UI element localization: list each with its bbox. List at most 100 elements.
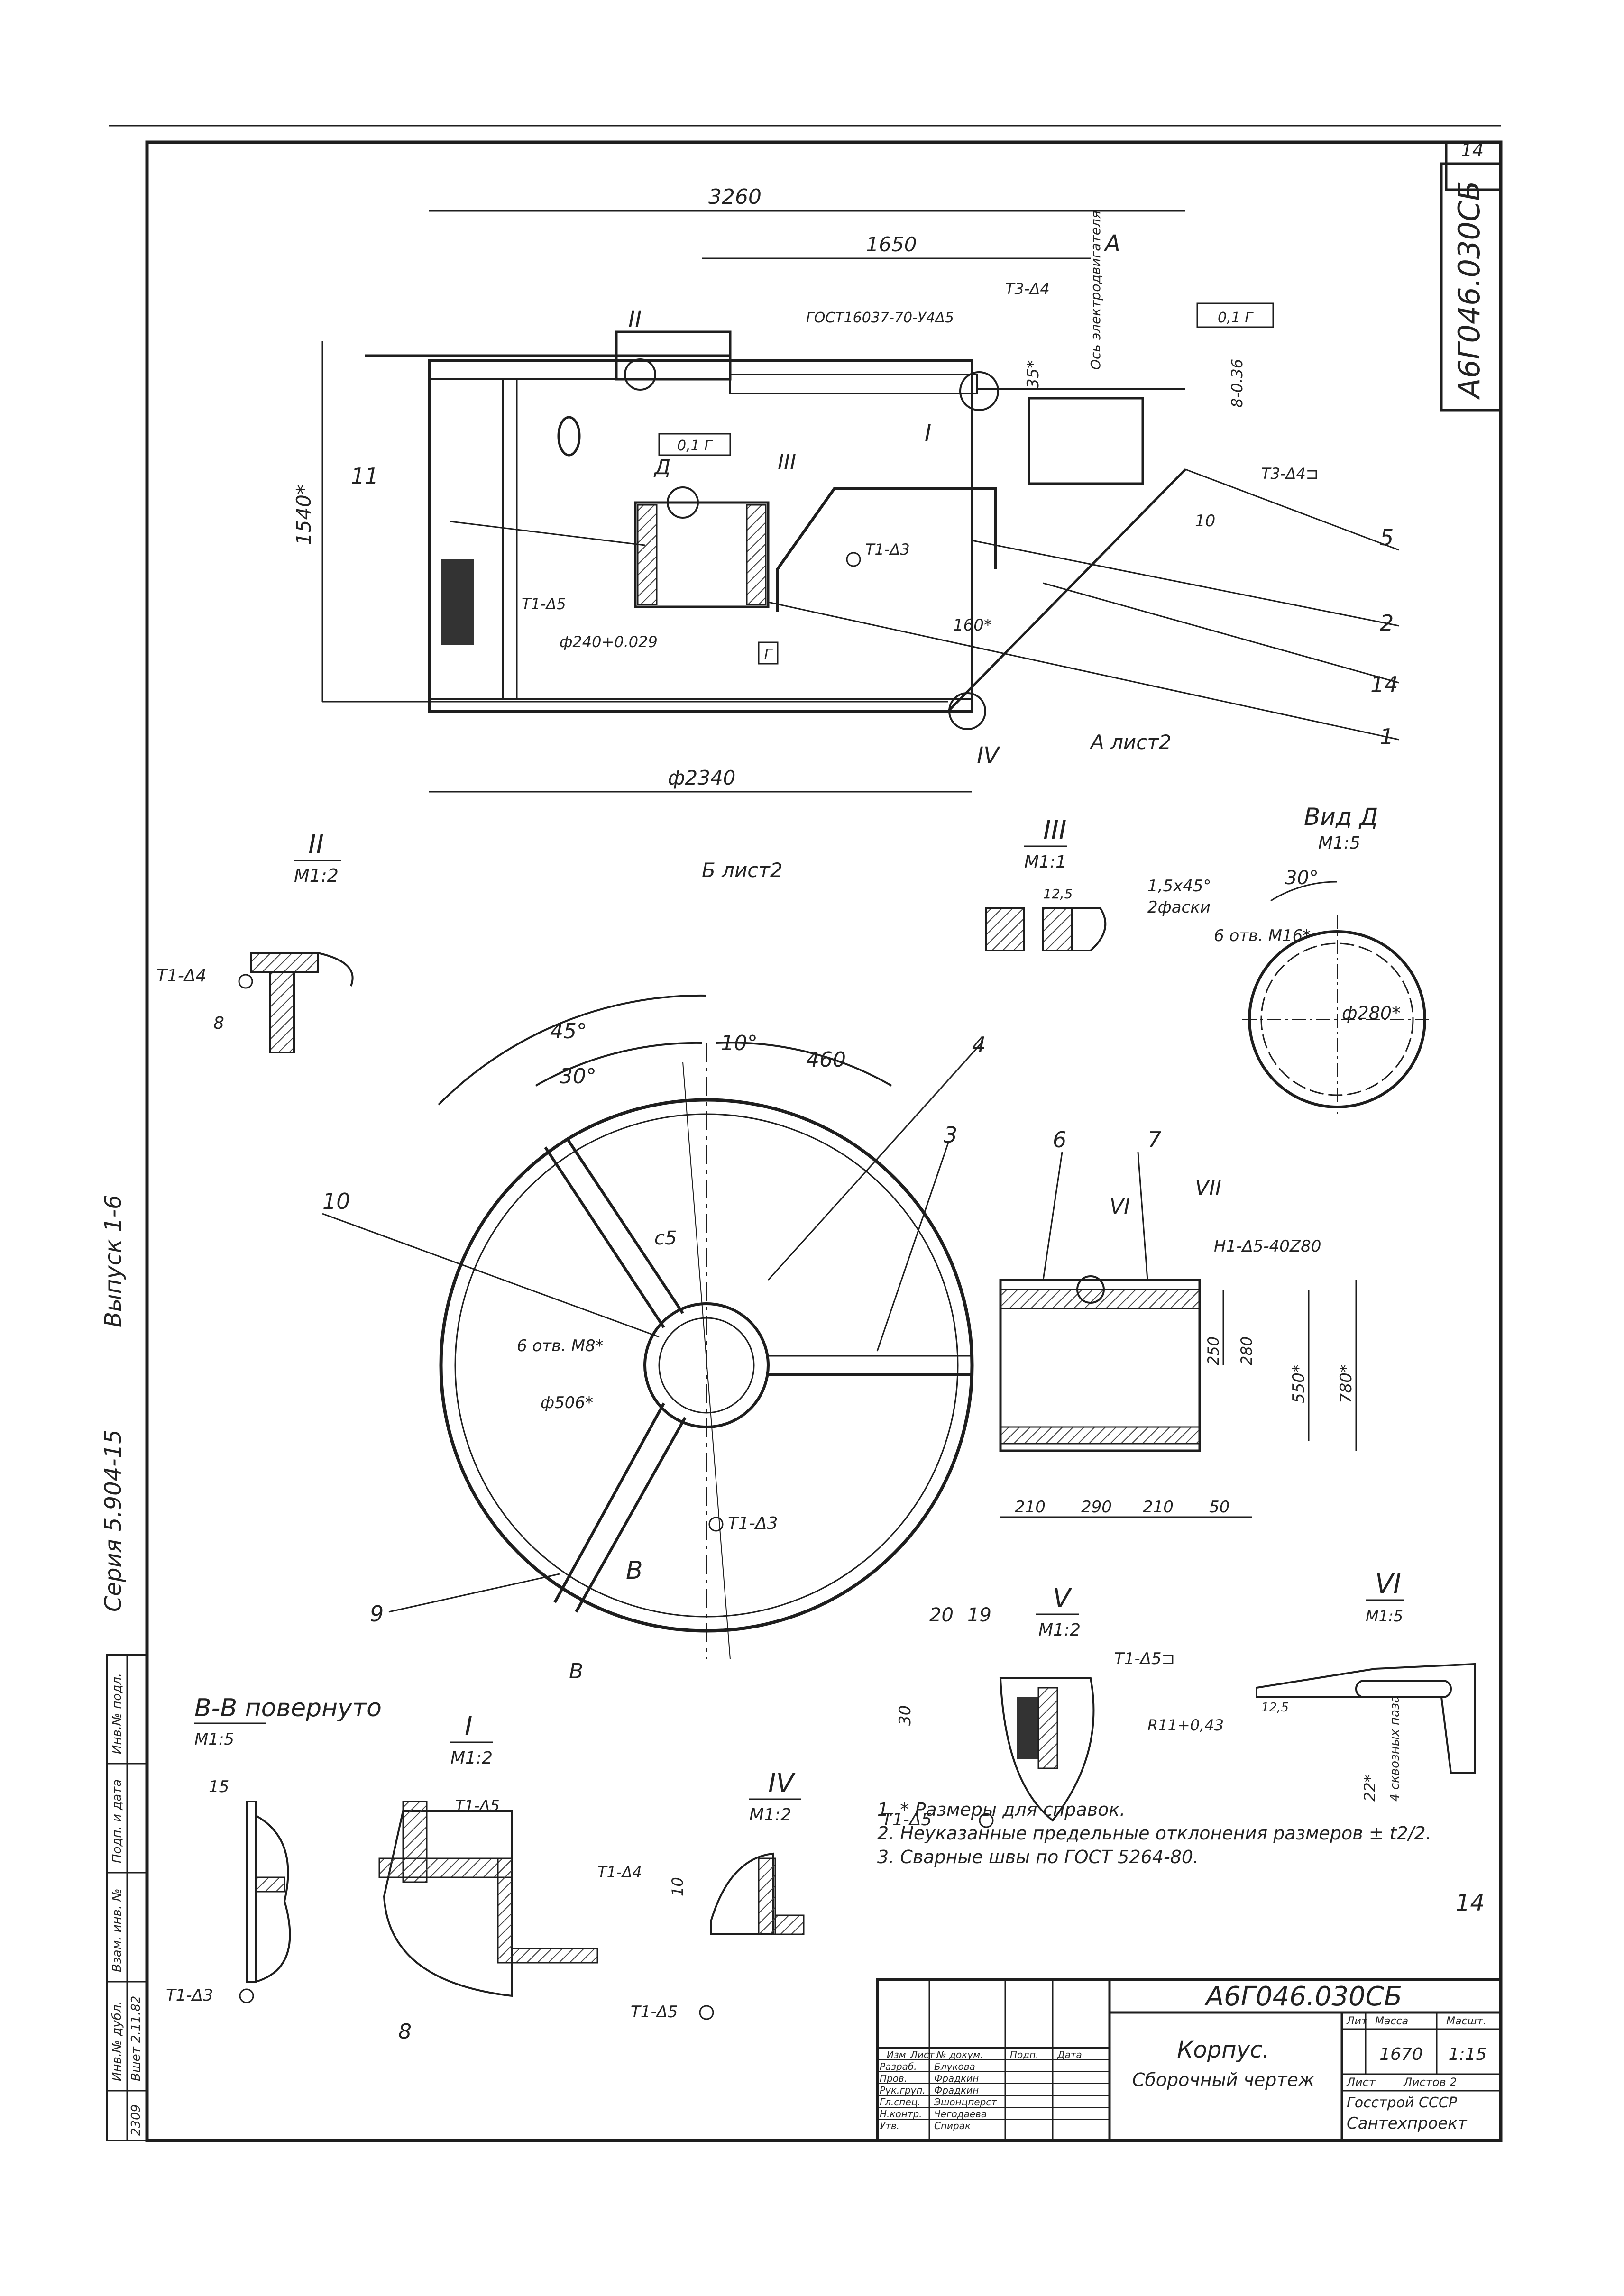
holes-m8: 6 отв. М8* xyxy=(517,1336,604,1355)
callout-5: 5 xyxy=(1380,525,1394,550)
detail-iii-title: III xyxy=(1043,815,1067,846)
sheet-number: 14 xyxy=(1461,140,1484,161)
plan-view: 45° 30° 10° 460 с5 6 отв. М8* ф506* Т1-Δ… xyxy=(322,994,1357,1683)
tb-header-doc: № докум. xyxy=(936,2049,983,2060)
detail-mark-vii: VII xyxy=(1195,1176,1221,1200)
view-d-dia: ф280* xyxy=(1342,1003,1401,1024)
tb-name-2: Сборочный чертеж xyxy=(1132,2069,1314,2090)
title-block: Изм Лист № докум. Подп. Дата Разраб. Про… xyxy=(876,1978,1502,2142)
view-d: Вид Д М1:5 30° 6 отв. М16* ф280* xyxy=(1214,803,1432,1114)
note-1: 1. * Размеры для справок. xyxy=(877,1799,1125,1820)
callout-4: 4 xyxy=(972,1032,986,1058)
dim-250: 250 xyxy=(1204,1336,1222,1365)
dim-10: 10 xyxy=(1195,512,1215,531)
tolerance-top: 0,1 Г xyxy=(1218,310,1254,326)
detail-vi: VI М1:5 R11+0,43 12,5 22* 4 сквозных паз… xyxy=(1147,1569,1476,1802)
tolerance-left: 0,1 Г xyxy=(677,438,713,454)
note-3: 3. Сварные швы по ГОСТ 5264-80. xyxy=(877,1847,1199,1867)
tb-person-0: Блукова xyxy=(934,2061,975,2072)
detail-v-weld: Т1-Δ5⊐ xyxy=(1114,1649,1175,1668)
datum-g: Г xyxy=(764,646,773,663)
callout-6: 6 xyxy=(1053,1127,1066,1153)
tb-person-3: Эшонцперст xyxy=(934,2096,997,2108)
side-label-3: Взам. инв. № xyxy=(110,1888,124,1972)
callout-7: 7 xyxy=(1147,1127,1161,1153)
dim-height: 1540* xyxy=(292,485,315,545)
weld-t1-3: Т1-Δ3 xyxy=(865,540,910,558)
motor-flange xyxy=(1028,397,1144,485)
section-a-top: А xyxy=(1103,230,1120,257)
detail-i-weld1: Т1-Δ5 xyxy=(455,1797,500,1815)
motor-axis-note: Ось электродвигателя xyxy=(1088,210,1103,370)
dia-506: ф506* xyxy=(541,1393,593,1412)
tb-header-sign: Подп. xyxy=(1010,2049,1039,2060)
view-d-scale: М1:5 xyxy=(1318,833,1360,853)
side-label-4: Инв.№ дубл. xyxy=(110,2001,124,2081)
detail-vi-radius: R11+0,43 xyxy=(1147,1716,1224,1734)
detail-mark-vi: VI xyxy=(1110,1195,1130,1219)
detail-ii-title: II xyxy=(308,829,324,860)
detail-ii-scale: М1:2 xyxy=(294,865,339,886)
section-bb-dim: 15 xyxy=(209,1777,229,1796)
gost-note: ГОСТ16037-70-У4Δ5 xyxy=(806,310,954,326)
detail-iv: IV М1:2 10 Т1-Δ5 xyxy=(631,1768,805,2022)
issue-label: Выпуск 1-6 xyxy=(100,1195,127,1327)
dim-460: 460 xyxy=(806,1048,846,1072)
view-d-holes: 6 отв. М16* xyxy=(1214,926,1311,945)
view-d-mark: Д xyxy=(653,455,670,479)
detail-mark-iii: III xyxy=(778,450,796,475)
sheet-frame: 14 А6Г046.030СБ Серия 5.904-15 Выпуск 1-… xyxy=(100,125,1503,2142)
callout-19: 19 xyxy=(967,1604,991,1626)
detail-iv-weld: Т1-Δ5 xyxy=(631,2003,678,2022)
dim-290: 290 xyxy=(1081,1498,1112,1517)
weld-t3-right: Т3-Δ4⊐ xyxy=(1261,465,1319,483)
detail-vi-scale: М1:5 xyxy=(1366,1607,1403,1625)
dim-160: 160* xyxy=(953,616,992,635)
inspection-hatch xyxy=(441,559,474,645)
detail-v-dim: 30 xyxy=(896,1705,915,1726)
callout-9: 9 xyxy=(370,1601,384,1627)
main-view: 1540* 3260 1650 ф2340 ф240+0.029 Г 160* … xyxy=(292,185,1399,882)
section-bb-scale: М1:5 xyxy=(194,1730,234,1749)
dim-half: 1650 xyxy=(866,233,917,256)
dim-base: ф2340 xyxy=(668,766,736,789)
detail-i-weld2: Т1-Δ4 xyxy=(597,1863,642,1881)
section-bb-title: В-В повернуто xyxy=(194,1694,382,1722)
detail-vi-note: 4 сквозных паза xyxy=(1388,1695,1402,1802)
detail-vi-roughness: 12,5 xyxy=(1261,1701,1289,1715)
tb-role-4: Н.контр. xyxy=(880,2108,922,2120)
side-stamp: Инв.№ подл. Подп. и дата Взам. инв. № Ин… xyxy=(106,1654,148,2141)
weld-h1: Н1-Δ5-40Z80 xyxy=(1214,1237,1321,1256)
tb-role-2: Рук.груп. xyxy=(880,2085,926,2096)
section-mark-b-2: В xyxy=(569,1659,583,1683)
callout-3: 3 xyxy=(944,1122,957,1148)
tb-person-5: Спирак xyxy=(934,2120,971,2131)
side-date: Вшет 2.11.82 xyxy=(129,1996,143,2081)
tb-role-1: Пров. xyxy=(880,2073,907,2084)
detail-v-title: V xyxy=(1053,1583,1073,1614)
detail-i: I М1:2 Т1-Δ5 Т1-Δ4 8 xyxy=(378,1711,642,2044)
tb-doc-number: А6Г046.030СБ xyxy=(1204,1981,1402,2012)
detail-v: V М1:2 20 19 Т1-Δ5⊐ 30 Т1-Δ5 xyxy=(882,1583,1175,1829)
dim-bore: ф240+0.029 xyxy=(560,633,658,651)
tb-role-5: Утв. xyxy=(880,2120,899,2131)
callout-20: 20 xyxy=(929,1604,954,1626)
detail-mark-ii: II xyxy=(628,306,642,333)
dim-8: 8-0.36 xyxy=(1228,359,1246,408)
detail-v-weld2: Т1-Δ5 xyxy=(882,1810,932,1829)
dim-210a: 210 xyxy=(1015,1498,1046,1517)
dim-210b: 210 xyxy=(1143,1498,1174,1517)
detail-iii-scale: М1:1 xyxy=(1024,852,1066,872)
detail-iii-chamfer-note: 2фаски xyxy=(1147,898,1211,917)
detail-iii-chamfer: 1,5х45° xyxy=(1147,877,1211,896)
detail-i-dim: 8 xyxy=(398,2020,412,2044)
dim-550: 550* xyxy=(1289,1364,1308,1403)
vertical-doc-code: А6Г046.030СБ xyxy=(1452,181,1486,400)
vertical-code-box xyxy=(1440,162,1502,412)
weld-t3-top: Т3-Δ4 xyxy=(1005,280,1050,298)
callout-1: 1 xyxy=(1380,724,1394,750)
callout-14: 14 xyxy=(1370,672,1398,697)
side-label-2: Подп. и дата xyxy=(110,1779,124,1863)
series-label: Серия 5.904-15 xyxy=(100,1429,127,1612)
